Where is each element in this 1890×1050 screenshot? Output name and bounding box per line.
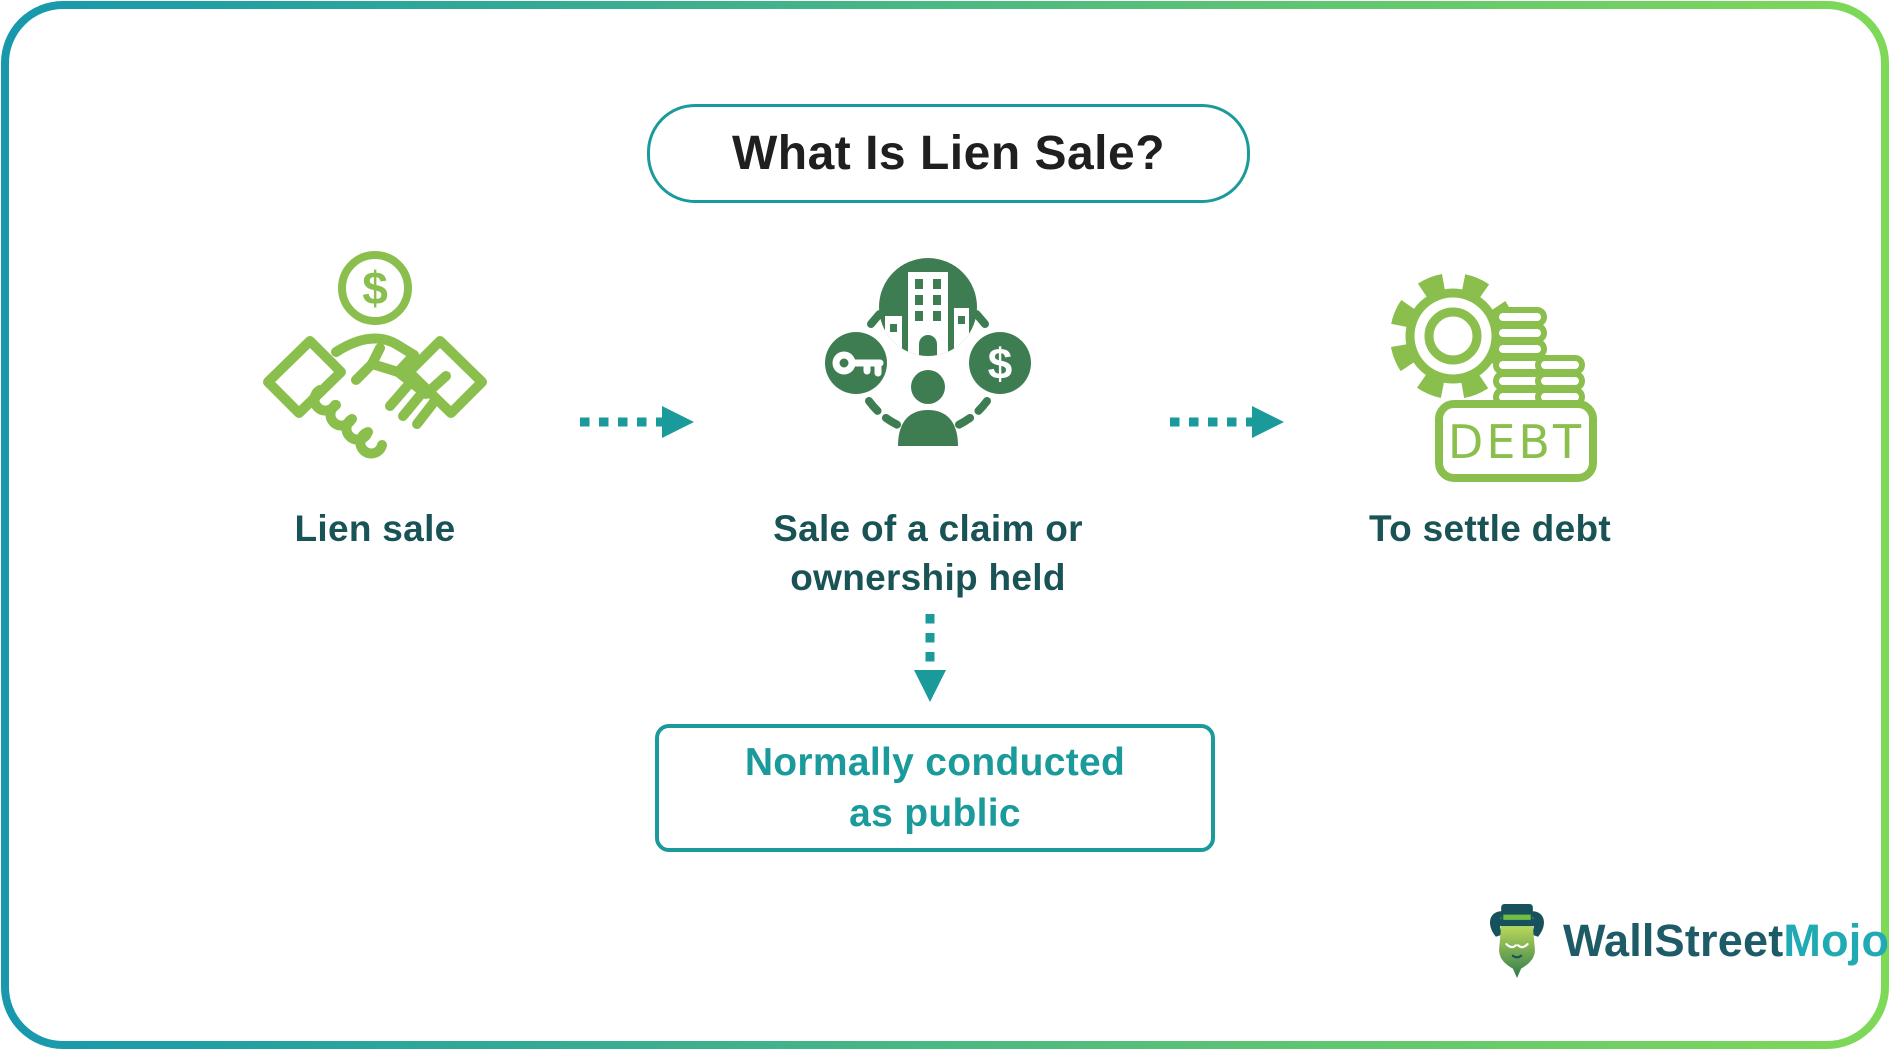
page-title: What Is Lien Sale?	[731, 127, 1166, 180]
dotted-arrow-down-icon	[910, 610, 950, 710]
note-box: Normally conducted as public	[655, 724, 1215, 852]
bull-mascot-icon	[1490, 904, 1544, 978]
dollar-sign-glyph: $	[362, 262, 388, 314]
coin-stack-icon	[1493, 307, 1585, 407]
dotted-arrow-right-icon	[1166, 402, 1286, 447]
step-label-line: ownership held	[790, 557, 1066, 598]
key-icon	[832, 351, 884, 377]
debt-text: DEBT	[1448, 415, 1584, 469]
brand-part-mojo: Mojo	[1783, 915, 1890, 966]
gear-debt-icon: DEBT	[1383, 248, 1603, 488]
title-box: What Is Lien Sale?	[647, 104, 1250, 203]
note-line: as public	[849, 792, 1021, 835]
wallstreetmojo-logo: WallStreetMojo	[1485, 903, 1889, 979]
step-label-lien-sale: Lien sale	[294, 508, 456, 549]
step-label-line: Sale of a claim or	[773, 508, 1083, 549]
handshake-dollar-icon: $	[260, 248, 490, 468]
note-line: Normally conducted	[744, 741, 1126, 784]
step-label-sale-of-claim: Sale of a claim or ownership held	[703, 504, 1153, 602]
step-label-to-settle-debt: To settle debt	[1369, 508, 1611, 549]
claim-ownership-icon: $	[823, 250, 1033, 470]
dotted-arrow-right-icon	[576, 402, 696, 447]
dollar-sign-glyph: $	[988, 340, 1012, 389]
brand-part-wallstreet: WallStreet	[1563, 915, 1784, 966]
brand-name: WallStreetMojo	[1563, 915, 1889, 967]
